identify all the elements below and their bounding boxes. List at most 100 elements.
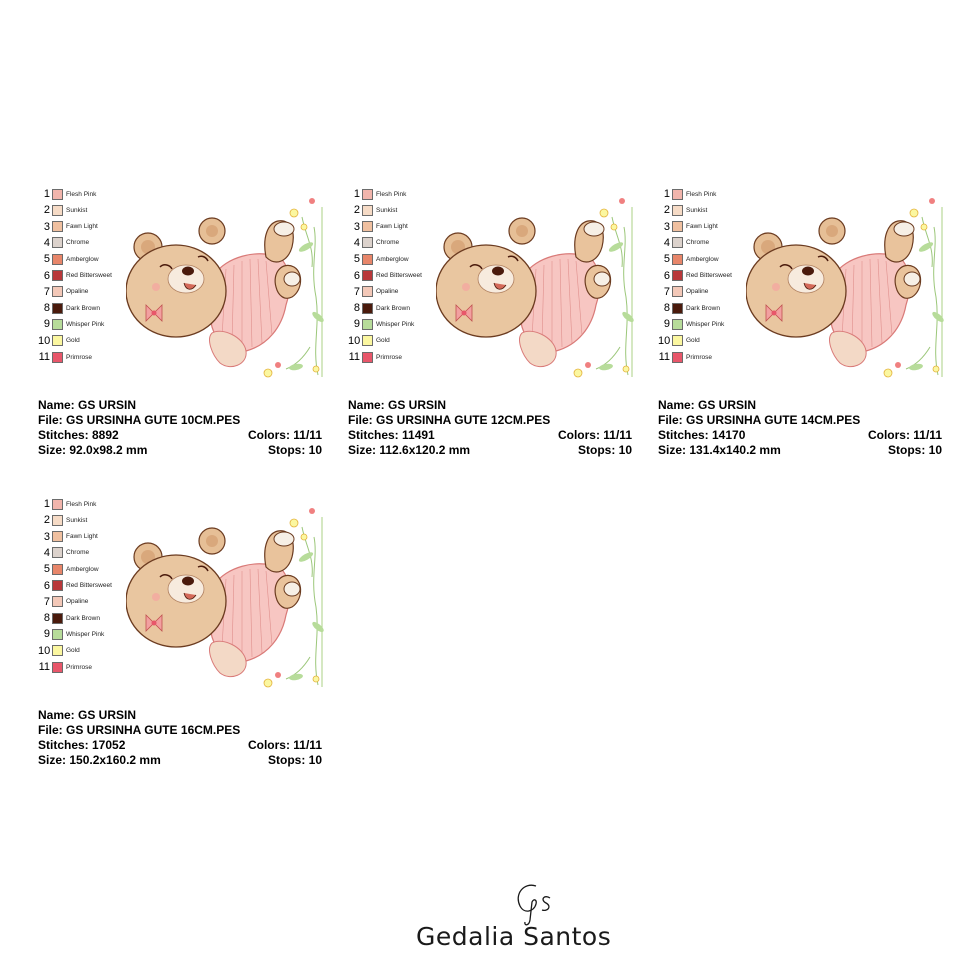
palette-color-name: Primrose xyxy=(686,353,713,361)
design-file: File: GS URSINHA GUTE 12CM.PES xyxy=(348,413,551,427)
monogram-gs-icon xyxy=(517,884,551,926)
flower-stems xyxy=(595,207,634,377)
palette-color-name: Gold xyxy=(686,337,700,345)
design-stitches: Stitches: 8892 xyxy=(38,428,119,442)
palette-number: 11 xyxy=(38,351,50,363)
palette-swatch xyxy=(52,270,63,281)
palette-number: 7 xyxy=(43,285,50,298)
palette-swatch xyxy=(672,253,683,265)
palette-row: 3 Fawn Light xyxy=(38,220,98,234)
palette-color-name: Sunkist xyxy=(66,516,88,524)
palette-color-name: Amberglow xyxy=(376,255,409,263)
design-size: Size: 92.0x98.2 mm xyxy=(38,443,148,457)
palette-swatch xyxy=(362,270,373,281)
palette-color-name: Fawn Light xyxy=(66,223,98,231)
palette-color-name: Whisper Pink xyxy=(376,320,415,328)
palette-swatch xyxy=(672,318,683,330)
palette-number: 3 xyxy=(353,220,360,233)
palette-swatch xyxy=(52,335,63,347)
design-colors: Colors: 11/11 xyxy=(247,738,322,752)
palette-swatch xyxy=(52,318,63,330)
design-file: File: GS URSINHA GUTE 14CM.PES xyxy=(658,413,861,427)
palette-number: 5 xyxy=(663,253,670,266)
palette-color-name: Primrose xyxy=(376,353,403,361)
palette-color-name: Gold xyxy=(66,337,80,345)
design-stitches: Stitches: 11491 xyxy=(348,428,435,442)
palette-color-name: Amberglow xyxy=(66,565,99,573)
palette-swatch xyxy=(52,596,63,608)
palette-number: 5 xyxy=(43,563,50,576)
palette-number: 9 xyxy=(43,628,50,641)
design-file: File: GS URSINHA GUTE 10CM.PES xyxy=(38,413,241,427)
design-stops: Stops: 10 xyxy=(887,443,942,457)
palette-color-name: Chrome xyxy=(66,549,90,557)
flowers xyxy=(263,198,320,378)
palette-swatch xyxy=(52,563,63,575)
bow xyxy=(145,614,163,632)
palette-color-name: Sunkist xyxy=(686,206,708,214)
palette-number: 1 xyxy=(353,188,360,200)
palette-color-name: Red Bittersweet xyxy=(686,272,732,279)
palette-swatch xyxy=(52,188,63,200)
palette-color-name: Flesh Pink xyxy=(686,190,717,198)
palette-row: 4 Chrome xyxy=(38,236,89,250)
palette-swatch xyxy=(52,547,63,559)
flower-stems xyxy=(285,517,324,687)
palette-color-name: Chrome xyxy=(376,239,400,247)
palette-number: 3 xyxy=(663,220,670,233)
palette-number: 5 xyxy=(353,253,360,266)
palette-swatch xyxy=(52,645,63,657)
palette-swatch xyxy=(52,204,63,216)
bear-leg xyxy=(209,330,247,367)
palette-color-name: Chrome xyxy=(66,239,90,247)
palette-number: 11 xyxy=(38,661,50,673)
palette-number: 4 xyxy=(43,546,50,559)
palette-swatch xyxy=(362,237,373,249)
palette-swatch xyxy=(52,253,63,265)
palette-swatch xyxy=(672,270,683,281)
palette-number: 1 xyxy=(663,188,670,200)
design-stops: Stops: 10 xyxy=(577,443,632,457)
bear-leg xyxy=(209,640,247,677)
palette-swatch xyxy=(362,204,373,216)
palette-swatch xyxy=(52,628,63,640)
palette-swatch xyxy=(362,302,373,314)
palette-swatch xyxy=(672,302,683,314)
palette-swatch xyxy=(52,580,63,591)
palette-number: 10 xyxy=(658,334,671,347)
palette-swatch xyxy=(362,335,373,347)
palette-number: 8 xyxy=(663,302,670,315)
design-colors: Colors: 11/11 xyxy=(867,428,942,442)
palette-number: 2 xyxy=(43,204,50,217)
palette-number: 9 xyxy=(663,318,670,331)
palette-number: 2 xyxy=(353,204,360,217)
palette-color-name: Sunkist xyxy=(66,206,88,214)
palette-color-name: Gold xyxy=(66,647,80,655)
palette-number: 3 xyxy=(43,220,50,233)
design-file: File: GS URSINHA GUTE 16CM.PES xyxy=(38,723,241,737)
palette-number: 6 xyxy=(43,579,50,592)
palette-number: 11 xyxy=(348,351,360,363)
palette-number: 7 xyxy=(663,285,670,298)
palette-color-name: Opaline xyxy=(66,288,89,296)
palette-color-name: Primrose xyxy=(66,663,93,671)
palette-swatch xyxy=(362,188,373,200)
palette-color-name: Amberglow xyxy=(66,255,99,263)
design-name: Name: GS URSIN xyxy=(38,708,137,722)
palette-number: 4 xyxy=(43,236,50,249)
palette-row: 7 Opaline xyxy=(38,285,89,299)
